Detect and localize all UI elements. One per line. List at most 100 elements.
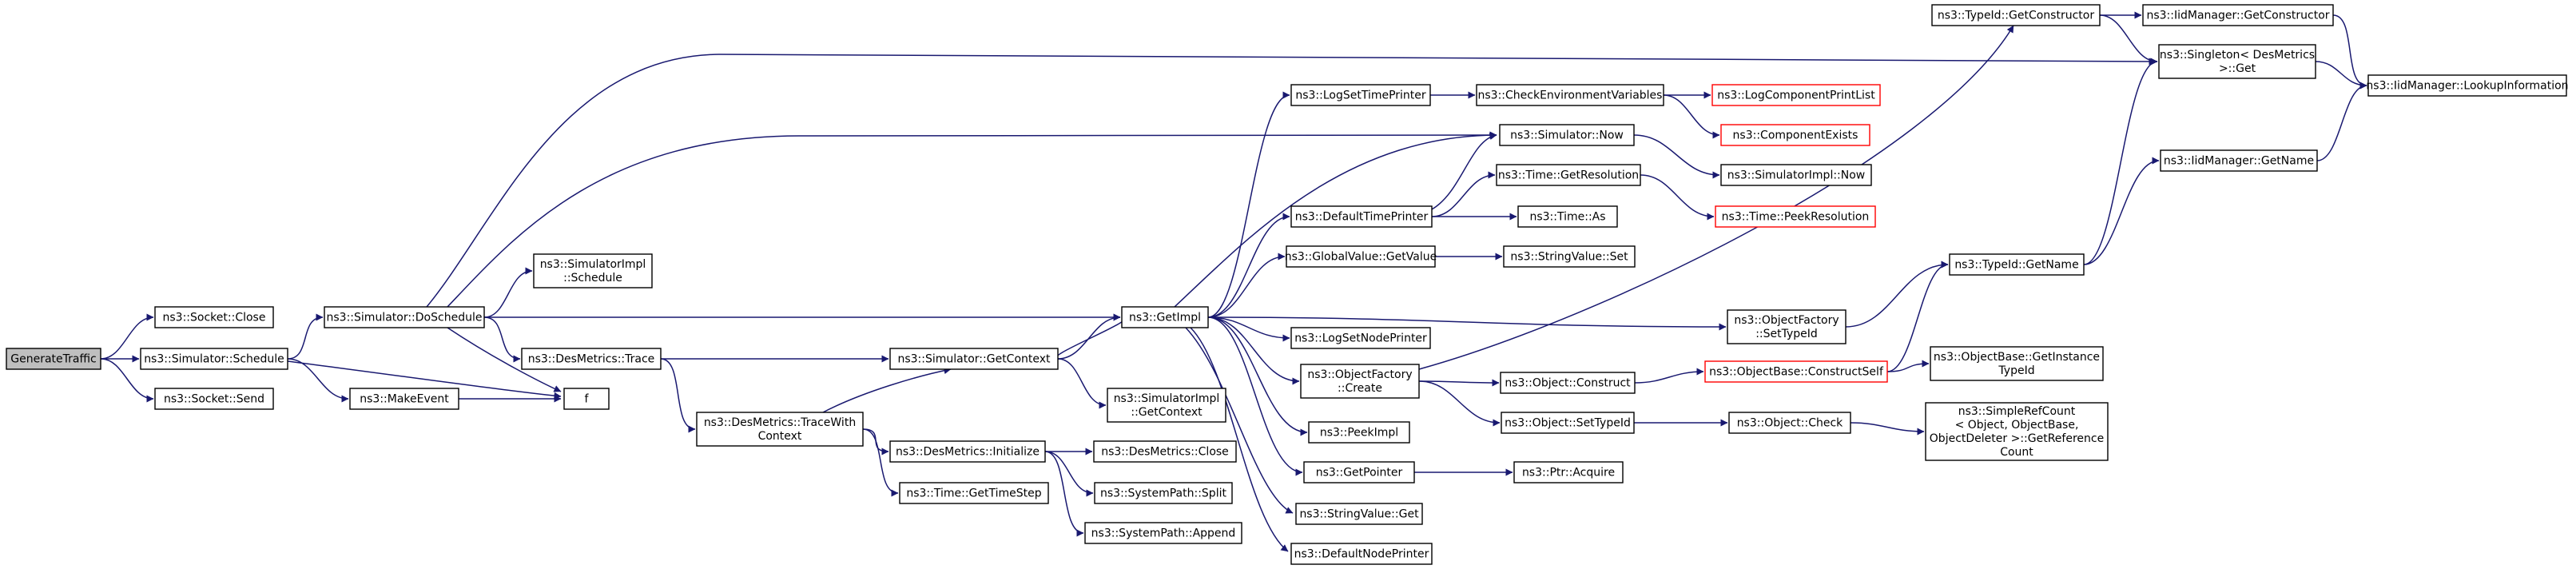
node-time-as[interactable]: ns3::Time::As	[1517, 205, 1618, 228]
node-time-gettimestep[interactable]: ns3::Time::GetTimeStep	[899, 482, 1049, 504]
node-box	[1711, 84, 1881, 106]
node-simimpl-schedule[interactable]: ns3::SimulatorImpl::Schedule	[533, 253, 653, 288]
edge-getimpl-to-peekimpl	[1207, 316, 1308, 436]
node-getpointer[interactable]: ns3::GetPointer	[1303, 461, 1415, 483]
node-systempath-split[interactable]: ns3::SystemPath::Split	[1094, 482, 1233, 504]
node-box	[1107, 388, 1226, 423]
node-sim-doschedule[interactable]: ns3::Simulator::DoSchedule	[324, 306, 485, 328]
edge-getimpl-to-logsettimeprinter	[1207, 91, 1290, 318]
node-singleton-desmetrics[interactable]: ns3::Singleton< DesMetrics >::Get	[2158, 44, 2316, 79]
node-box	[1295, 503, 1423, 525]
node-object-settypeid[interactable]: ns3::Object::SetTypeId	[1501, 412, 1635, 434]
node-label: ns3::SimulatorImpl	[1114, 392, 1220, 405]
node-stringvalue-set[interactable]: ns3::StringValue::Set	[1503, 245, 1636, 268]
node-peekimpl[interactable]: ns3::PeekImpl	[1308, 421, 1410, 444]
edge-desmetrics-init-to-systempath-append	[1044, 451, 1084, 537]
node-label: ns3::StringValue::Get	[1299, 508, 1419, 521]
node-stringvalue-get[interactable]: ns3::StringValue::Get	[1295, 503, 1423, 525]
node-box	[154, 388, 274, 410]
node-generate-traffic[interactable]: GenerateTraffic	[6, 348, 101, 370]
node-label: ns3::Time::GetTimeStep	[906, 487, 1041, 500]
node-box	[1728, 412, 1851, 434]
node-iidmanager-getname[interactable]: ns3::IidManager::GetName	[2160, 149, 2318, 172]
node-time-getresolution[interactable]: ns3::Time::GetResolution	[1496, 164, 1641, 186]
node-box	[1720, 124, 1870, 146]
edge-getimpl-to-globalvalue-getvalue	[1207, 253, 1286, 318]
node-box	[1121, 306, 1209, 328]
edge-objectfactory-create-to-object-construct	[1418, 379, 1500, 387]
node-objectfactory-create[interactable]: ns3::ObjectFactory::Create	[1300, 364, 1420, 399]
node-label: ns3::Time::As	[1529, 211, 1605, 224]
node-logsetnodeprinter[interactable]: ns3::LogSetNodePrinter	[1290, 327, 1431, 349]
node-label: ns3::Socket::Send	[164, 393, 264, 406]
node-box	[1715, 205, 1876, 228]
node-object-construct[interactable]: ns3::Object::Construct	[1500, 372, 1636, 394]
node-globalvalue-getvalue[interactable]: ns3::GlobalValue::GetValue	[1285, 245, 1437, 268]
edge-sim-getcontext-to-simimpl-getcontext	[1057, 358, 1107, 409]
node-typeid-getconstructor[interactable]: ns3::TypeId::GetConstructor	[1931, 4, 2101, 26]
node-iidmanager-getconstructor[interactable]: ns3::IidManager::GetConstructor	[2142, 4, 2334, 26]
node-defaulttimeprinter[interactable]: ns3::DefaultTimePrinter	[1290, 205, 1433, 228]
node-label: ns3::ObjectBase::GetInstance	[1934, 351, 2100, 364]
node-label: ns3::LogSetTimePrinter	[1295, 90, 1426, 102]
edge-getimpl-to-objectfactory-create	[1207, 316, 1300, 385]
node-label: ::SetTypeId	[1755, 328, 1818, 340]
node-box	[1093, 440, 1237, 463]
node-logsettimeprinter[interactable]: ns3::LogSetTimePrinter	[1290, 84, 1431, 106]
edge-defaulttimeprinter-to-sim-now	[1431, 133, 1497, 210]
node-ptr-acquire[interactable]: ns3::Ptr::Acquire	[1513, 461, 1624, 483]
node-getimpl[interactable]: ns3::GetImpl	[1121, 306, 1209, 328]
node-box	[1290, 205, 1433, 228]
node-box	[349, 388, 459, 410]
node-checkenvvars[interactable]: ns3::CheckEnvironmentVariables	[1476, 84, 1664, 106]
node-iidmanager-lookupinfo[interactable]: ns3::IidManager::LookupInformation	[2366, 74, 2569, 97]
node-box	[2158, 44, 2316, 79]
node-box	[1704, 360, 1888, 383]
node-sim-schedule[interactable]: ns3::Simulator::Schedule	[140, 348, 288, 370]
node-sim-getcontext[interactable]: ns3::Simulator::GetContext	[889, 348, 1059, 370]
node-objectfactory-settypeid[interactable]: ns3::ObjectFactory::SetTypeId	[1727, 309, 1847, 344]
node-desmetrics-close[interactable]: ns3::DesMetrics::Close	[1093, 440, 1237, 463]
node-object-check[interactable]: ns3::Object::Check	[1728, 412, 1851, 434]
node-desmetrics-init[interactable]: ns3::DesMetrics::Initialize	[889, 440, 1046, 463]
node-simplerefcount[interactable]: ns3::SimpleRefCount< Object, ObjectBase,…	[1925, 402, 2109, 461]
node-systempath-append[interactable]: ns3::SystemPath::Append	[1084, 522, 1242, 544]
node-label: ns3::IidManager::GetName	[2164, 155, 2314, 168]
node-box	[1303, 461, 1415, 483]
node-time-peekresolution[interactable]: ns3::Time::PeekResolution	[1715, 205, 1876, 228]
node-label: ns3::DefaultTimePrinter	[1295, 211, 1429, 224]
node-simimpl-getcontext[interactable]: ns3::SimulatorImpl::GetContext	[1107, 388, 1226, 423]
node-typeid-getname[interactable]: ns3::TypeId::GetName	[1949, 253, 2085, 276]
node-simimpl-now[interactable]: ns3::SimulatorImpl::Now	[1720, 164, 1872, 186]
node-componentexists[interactable]: ns3::ComponentExists	[1720, 124, 1870, 146]
node-desmetrics-trace[interactable]: ns3::DesMetrics::Trace	[521, 348, 662, 370]
edge-singleton-desmetrics-to-iidmanager-lookupinfo	[2315, 61, 2367, 90]
node-socket-send[interactable]: ns3::Socket::Send	[154, 388, 274, 410]
node-box	[324, 306, 485, 328]
node-defaultnodeprinter[interactable]: ns3::DefaultNodePrinter	[1290, 543, 1433, 565]
edge-sim-getcontext-to-getimpl	[1057, 313, 1121, 360]
node-label: ns3::Time::GetResolution	[1498, 169, 1639, 182]
node-box	[1476, 84, 1664, 106]
node-logcomponentprintlist[interactable]: ns3::LogComponentPrintList	[1711, 84, 1881, 106]
edge-sim-schedule-to-f	[287, 360, 562, 400]
node-box	[1300, 364, 1420, 399]
node-objectbase-constructself[interactable]: ns3::ObjectBase::ConstructSelf	[1704, 360, 1888, 383]
node-box	[1720, 164, 1872, 186]
node-label: ns3::DesMetrics::TraceWith	[704, 416, 856, 429]
node-socket-close[interactable]: ns3::Socket::Close	[154, 306, 274, 328]
node-box	[889, 348, 1059, 370]
node-label: ns3::ObjectFactory	[1307, 368, 1412, 381]
node-f[interactable]: f	[563, 388, 610, 410]
edge-sim-doschedule-to-desmetrics-trace	[483, 316, 521, 363]
edge-desmetrics-tracewith-to-time-gettimestep	[862, 428, 899, 497]
node-make-event[interactable]: ns3::MakeEvent	[349, 388, 459, 410]
node-sim-now[interactable]: ns3::Simulator::Now	[1499, 124, 1635, 146]
edge-object-check-to-simplerefcount	[1850, 422, 1925, 436]
edge-typeid-getconstructor-to-singleton-desmetrics	[2099, 14, 2158, 66]
node-label: >::Get	[2219, 62, 2256, 75]
node-box	[1094, 482, 1233, 504]
